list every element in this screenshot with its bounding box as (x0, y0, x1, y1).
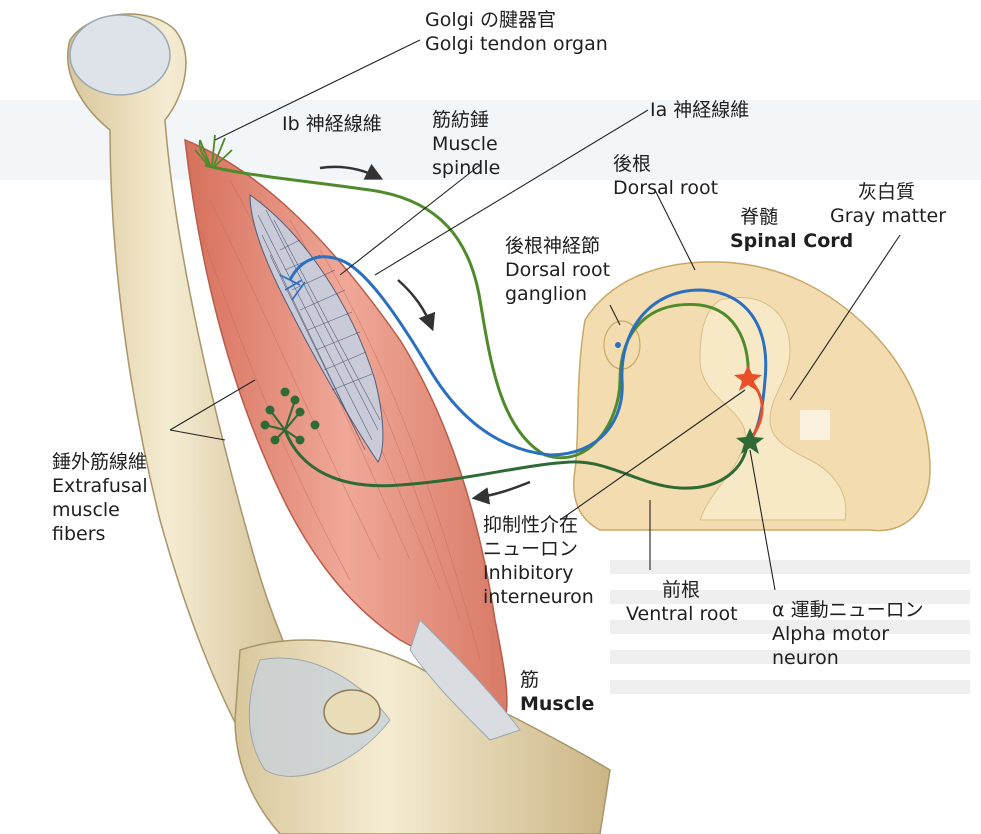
label-ventral-en: Ventral root (626, 602, 738, 626)
label-ia-fiber: Ia 神経線維 (650, 98, 749, 122)
label-extrafusal-en1: Extrafusal (52, 474, 148, 498)
label-gray-matter: 灰白質 Gray matter (830, 180, 946, 228)
label-muscle: 筋 Muscle (520, 668, 594, 716)
label-alpha-en1: Alpha motor (772, 622, 924, 646)
label-ia-text: Ia 神経線維 (650, 98, 749, 122)
label-ib-fiber: Ib 神経線維 (282, 112, 382, 136)
label-inhib-ja1: 抑制性介在 (483, 513, 594, 537)
spinal-cord (574, 262, 930, 531)
label-inhib-ja2: ニューロン (483, 537, 594, 561)
arrow-icon (475, 482, 530, 498)
label-dorsal-root-en: Dorsal root (613, 176, 718, 200)
label-muscle-spindle: 筋紡錘 Muscle spindle (432, 108, 500, 180)
label-golgi-tendon-organ: Golgi の腱器官 Golgi tendon organ (425, 8, 608, 56)
label-inhibitory-interneuron: 抑制性介在 ニューロン Inhibitory interneuron (483, 513, 594, 609)
label-drg-en1: Dorsal root (505, 258, 610, 282)
label-golgi-en: Golgi tendon organ (425, 32, 608, 56)
label-ventral-ja: 前根 (626, 578, 738, 602)
label-muscle-en: Muscle (520, 692, 594, 716)
label-gray-ja: 灰白質 (830, 180, 946, 204)
label-dorsal-root: 後根 Dorsal root (613, 152, 718, 200)
label-alpha-ja: α 運動ニューロン (772, 598, 924, 622)
label-extrafusal: 錘外筋線維 Extrafusal muscle fibers (52, 450, 148, 546)
arrow-icon (398, 280, 432, 328)
label-inhib-en2: interneuron (483, 585, 594, 609)
label-spindle-en2: spindle (432, 156, 500, 180)
label-spindle-ja: 筋紡錘 (432, 108, 500, 132)
label-drg-ja: 後根神経節 (505, 234, 610, 258)
label-extrafusal-en3: fibers (52, 522, 148, 546)
label-alpha-en2: neuron (772, 646, 924, 670)
label-dorsal-root-ja: 後根 (613, 152, 718, 176)
label-muscle-ja: 筋 (520, 668, 594, 692)
label-alpha-motor-neuron: α 運動ニューロン Alpha motor neuron (772, 598, 924, 670)
label-spinal-en: Spinal Cord (730, 229, 853, 253)
label-inhib-en1: Inhibitory (483, 561, 594, 585)
label-ib-text: Ib 神経線維 (282, 112, 382, 136)
label-drg-en2: ganglion (505, 282, 610, 306)
label-extrafusal-ja: 錘外筋線維 (52, 450, 148, 474)
label-spindle-en1: Muscle (432, 132, 500, 156)
label-dorsal-root-ganglion: 後根神経節 Dorsal root ganglion (505, 234, 610, 306)
label-golgi-ja: Golgi の腱器官 (425, 8, 608, 32)
label-ventral-root: 前根 Ventral root (626, 578, 738, 626)
label-extrafusal-en2: muscle (52, 498, 148, 522)
label-gray-en: Gray matter (830, 204, 946, 228)
